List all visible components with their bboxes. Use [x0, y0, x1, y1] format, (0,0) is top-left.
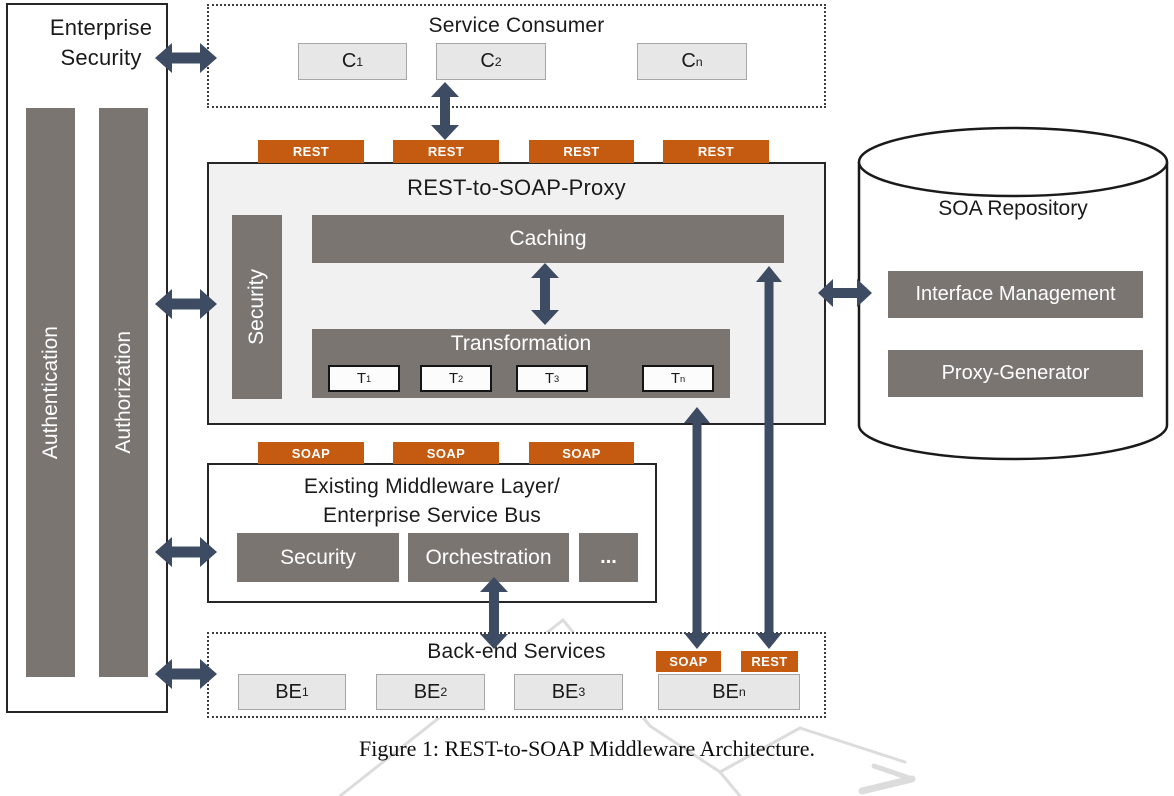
middleware-more: ...: [579, 533, 638, 582]
middleware-title: Existing Middleware Layer/ Enterprise Se…: [209, 473, 655, 531]
proxy-title: REST-to-SOAP-Proxy: [407, 175, 626, 200]
authorization-bar: Authorization: [99, 108, 148, 677]
interface-management-bar: Interface Management: [888, 271, 1143, 318]
soap-tag-2: SOAP: [393, 442, 499, 464]
enterprise-security-title: Enterprise Security: [49, 15, 153, 70]
consumer-c2-label: C: [480, 50, 495, 72]
soa-repository-title: SOA Repository: [938, 197, 1088, 220]
enterprise-security-box: Enterprise Security Authentication Autho…: [6, 3, 168, 713]
caching-label: Caching: [509, 227, 587, 250]
middleware-title-line1: Existing Middleware Layer/: [303, 475, 561, 498]
middleware-title-line2: Enterprise Service Bus: [323, 503, 541, 527]
caching-bar: Caching: [312, 215, 784, 263]
middleware-security: Security: [237, 533, 399, 582]
middleware-orchestration: Orchestration: [408, 533, 569, 582]
ben-rest-tag: REST: [741, 651, 798, 672]
authentication-bar: Authentication: [26, 108, 75, 677]
rest-tag-1: REST: [258, 140, 364, 163]
backend-title: Back-end Services: [427, 640, 606, 663]
watermark-line: [858, 775, 916, 795]
figure-caption: Figure 1: REST-to-SOAP Middleware Archit…: [358, 736, 816, 761]
ben-soap-tag: SOAP: [656, 651, 721, 672]
service-consumer-title: Service Consumer: [428, 14, 605, 37]
double-arrow: [684, 407, 710, 649]
soap-tag-1: SOAP: [258, 442, 364, 464]
watermark-line: [871, 763, 915, 782]
transformation-label: Transformation: [450, 332, 592, 355]
authentication-label: Authentication: [38, 325, 62, 460]
proxy-security-bar: Security: [232, 215, 282, 399]
proxy-generator-bar: Proxy-Generator: [888, 350, 1143, 397]
rest-tag-4: REST: [663, 140, 769, 163]
consumer-c1-label: C: [341, 50, 357, 72]
soap-tag-3: SOAP: [529, 442, 634, 464]
consumer-cn-label: C: [681, 50, 696, 72]
proxy-security-label: Security: [245, 269, 268, 345]
rest-tag-2: REST: [393, 140, 499, 163]
middleware-box: Existing Middleware Layer/ Enterprise Se…: [207, 463, 657, 603]
rest-to-soap-proxy-box: REST-to-SOAP-Proxy Security Caching Tran…: [207, 162, 826, 425]
watermark-line: [718, 770, 742, 796]
rest-tag-3: REST: [529, 140, 634, 163]
authorization-label: Authorization: [111, 331, 135, 454]
